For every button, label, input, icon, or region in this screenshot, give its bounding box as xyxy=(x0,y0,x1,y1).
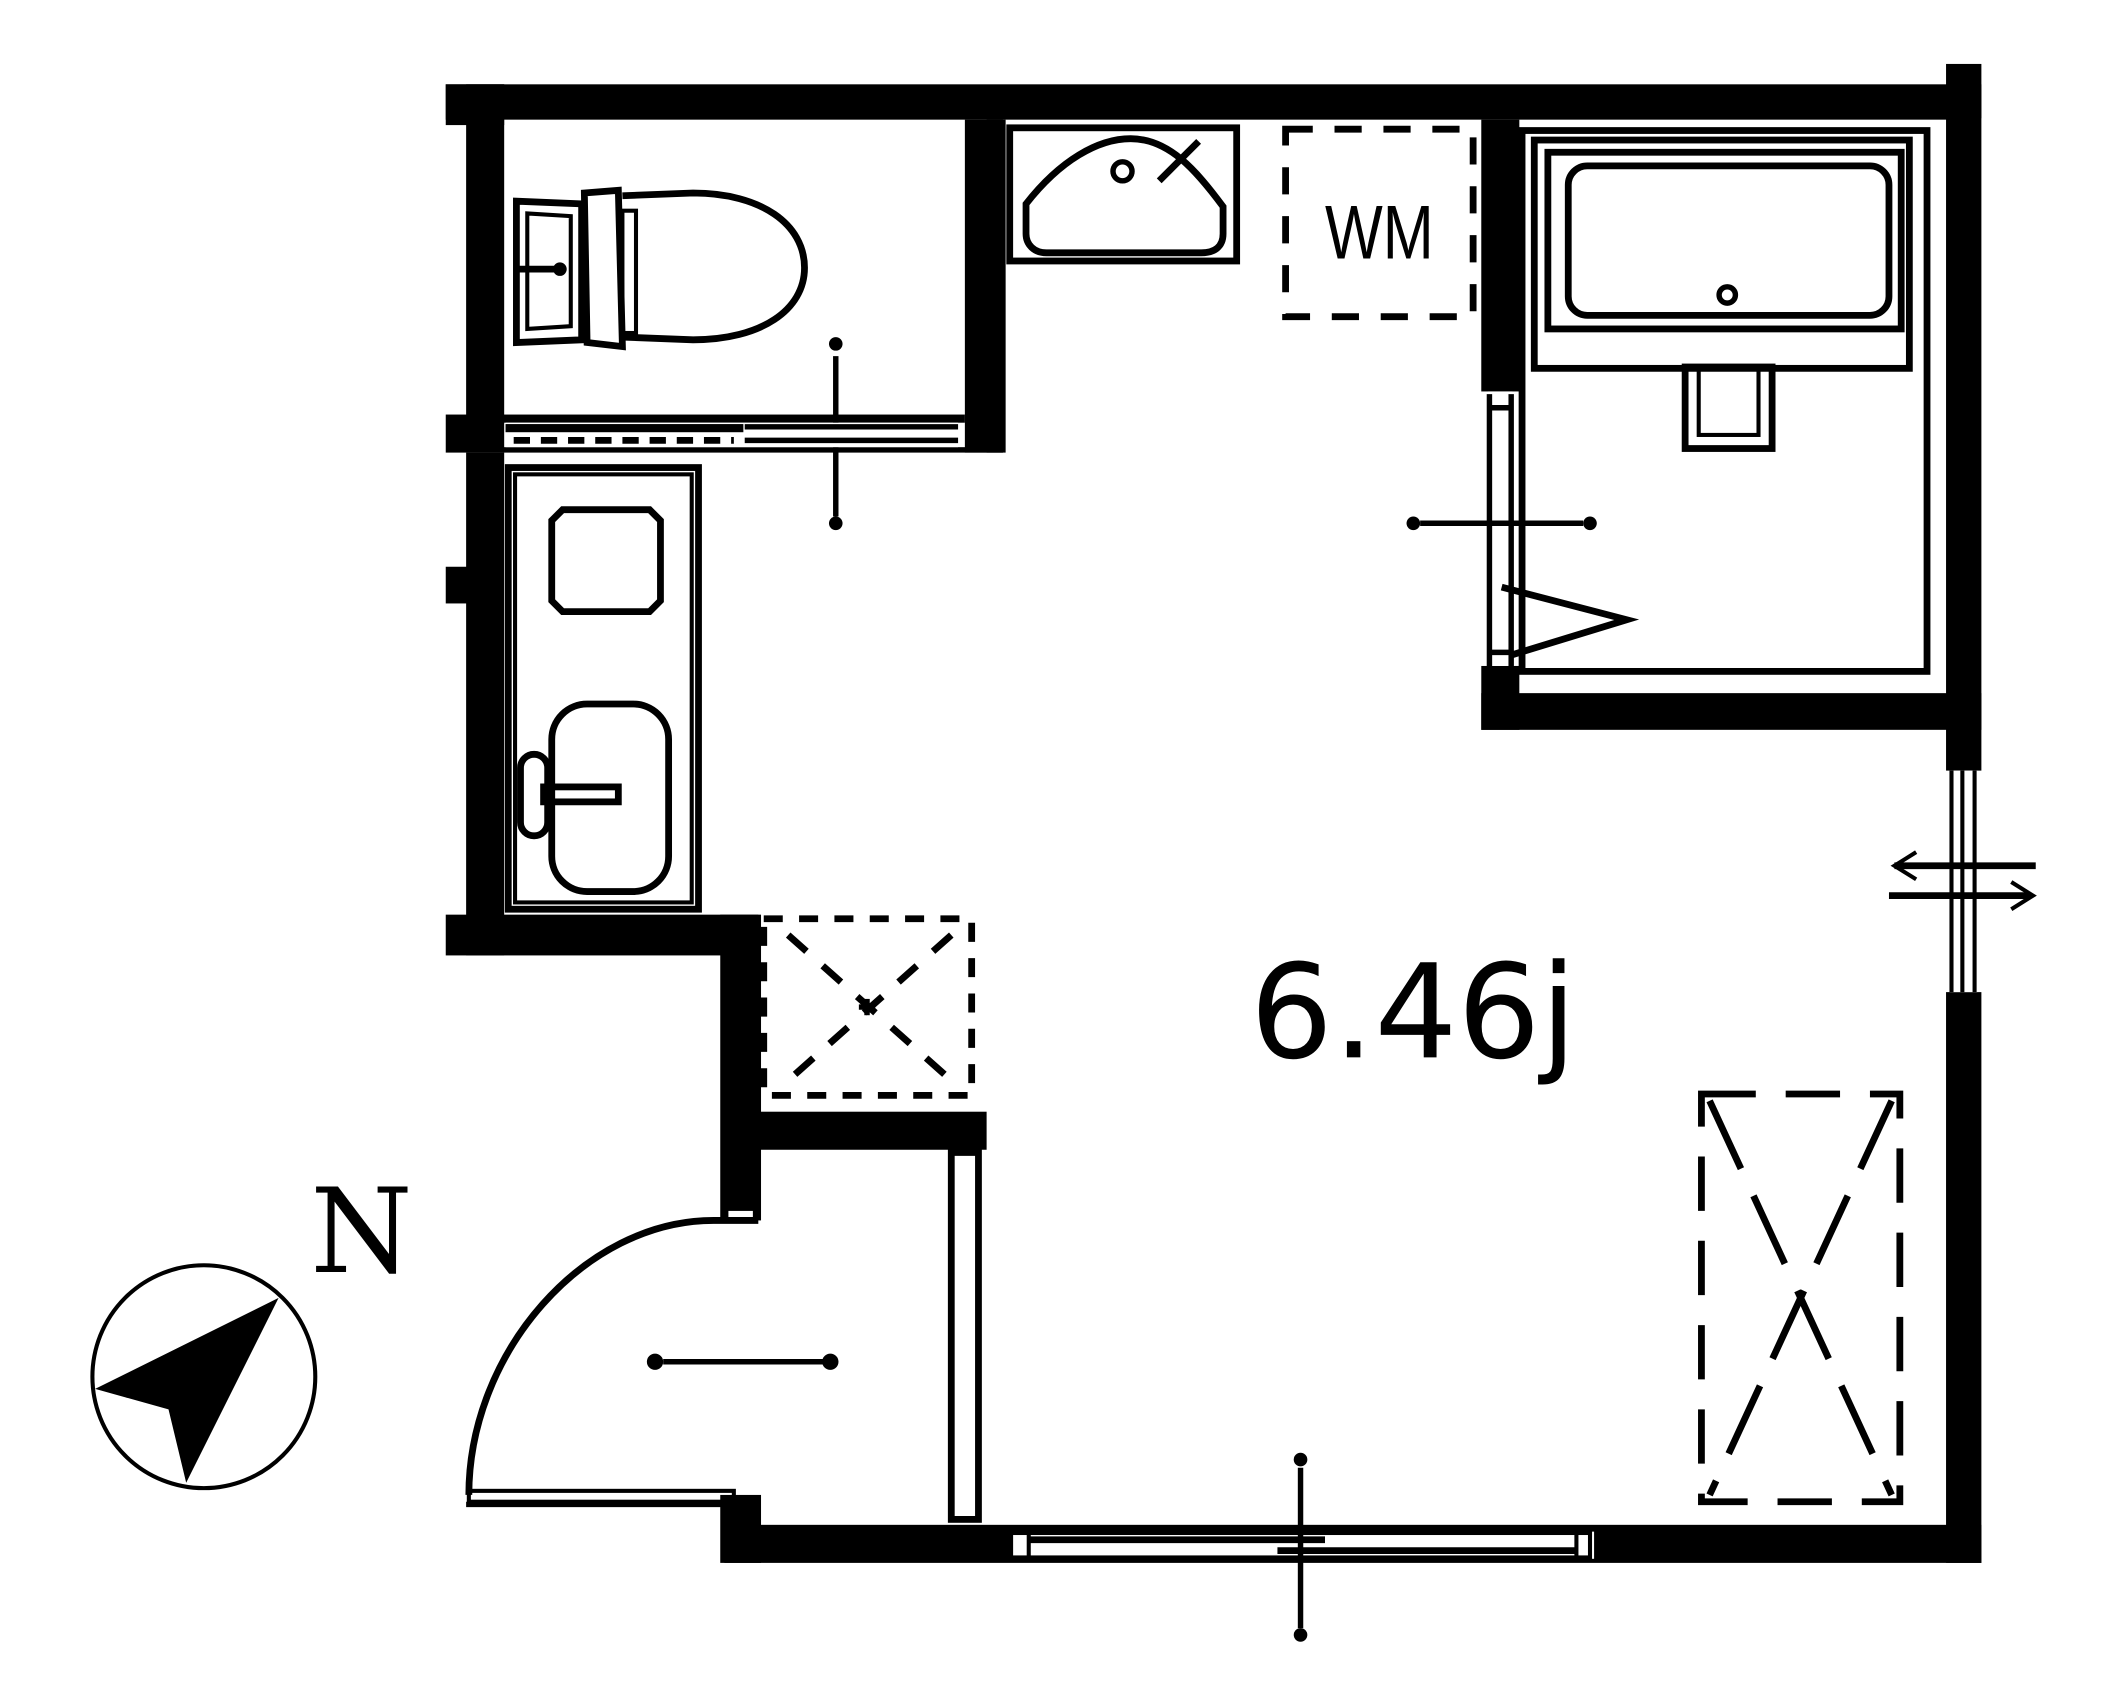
kitchen-sink-icon xyxy=(517,700,673,895)
washing-machine-space: WM xyxy=(1282,125,1477,321)
corner-sink-icon xyxy=(1006,124,1241,265)
stove-icon xyxy=(548,506,664,615)
compass-circle xyxy=(90,1263,318,1491)
ceiling-light-symbol xyxy=(646,1353,839,1370)
toilet-room xyxy=(513,186,843,531)
compass-arrow-icon xyxy=(95,1297,279,1483)
bathroom-folding-door[interactable] xyxy=(1486,391,1640,666)
walls xyxy=(445,63,1982,1563)
main-room: 6.46j xyxy=(1009,770,2037,1642)
ceiling-light-symbol xyxy=(1406,516,1597,531)
bathtub-icon xyxy=(1530,136,1913,452)
entrance-door[interactable] xyxy=(465,1210,759,1508)
wm-label: WM xyxy=(1325,190,1434,275)
compass: N xyxy=(90,1164,413,1491)
toilet-sliding-door[interactable] xyxy=(505,422,959,448)
storage-closet xyxy=(760,915,976,1099)
sliding-arrows-icon xyxy=(1888,850,2037,911)
entrance xyxy=(465,1149,982,1523)
ceiling-light-symbol xyxy=(1293,1452,1308,1642)
side-window[interactable] xyxy=(1888,770,2037,993)
wardrobe-storage xyxy=(1698,1090,1904,1506)
washroom: WM xyxy=(1006,124,1477,321)
toilet-icon xyxy=(513,186,808,351)
bathroom xyxy=(1406,127,1931,675)
north-label: N xyxy=(310,1164,412,1300)
room-area-label: 6.46j xyxy=(1250,936,1577,1088)
kitchen xyxy=(504,464,702,913)
